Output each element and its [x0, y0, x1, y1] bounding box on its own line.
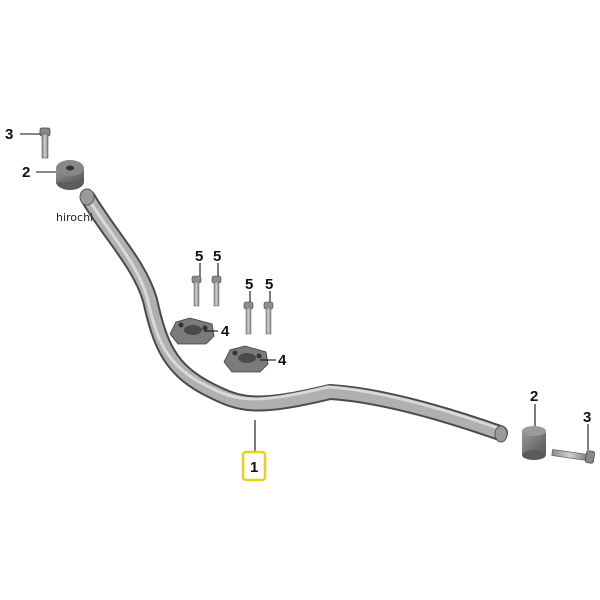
highlight-box [241, 450, 267, 482]
callout-4-rear: 4 [221, 323, 230, 340]
callout-5-a: 5 [195, 248, 203, 265]
end-bolt-left-icon [39, 127, 51, 159]
end-weight-right-icon [522, 426, 546, 460]
clamp-bolt-b-icon [211, 275, 222, 307]
callout-1: 1 [250, 459, 258, 476]
callout-2-right: 2 [530, 388, 538, 405]
clamp-bolt-a-icon [191, 275, 202, 307]
handlebar-icon [79, 188, 508, 443]
callout-4-front: 4 [278, 352, 287, 369]
callout-5-b: 5 [213, 248, 221, 265]
watermark-text: hirochi [56, 211, 93, 224]
callout-5-d: 5 [265, 276, 273, 293]
callout-2-left: 2 [22, 164, 30, 181]
riser-clamp-rear-icon [169, 317, 215, 345]
clamp-bolt-c-icon [243, 301, 254, 335]
end-weight-left-icon [56, 160, 84, 190]
callout-5-c: 5 [245, 276, 253, 293]
clamp-bolt-d-icon [263, 301, 274, 335]
leader-lines [20, 133, 589, 452]
callout-3-right: 3 [583, 409, 591, 426]
riser-clamp-front-icon [223, 345, 269, 373]
callout-3-left: 3 [5, 126, 13, 143]
end-bolt-right-icon [551, 449, 595, 464]
